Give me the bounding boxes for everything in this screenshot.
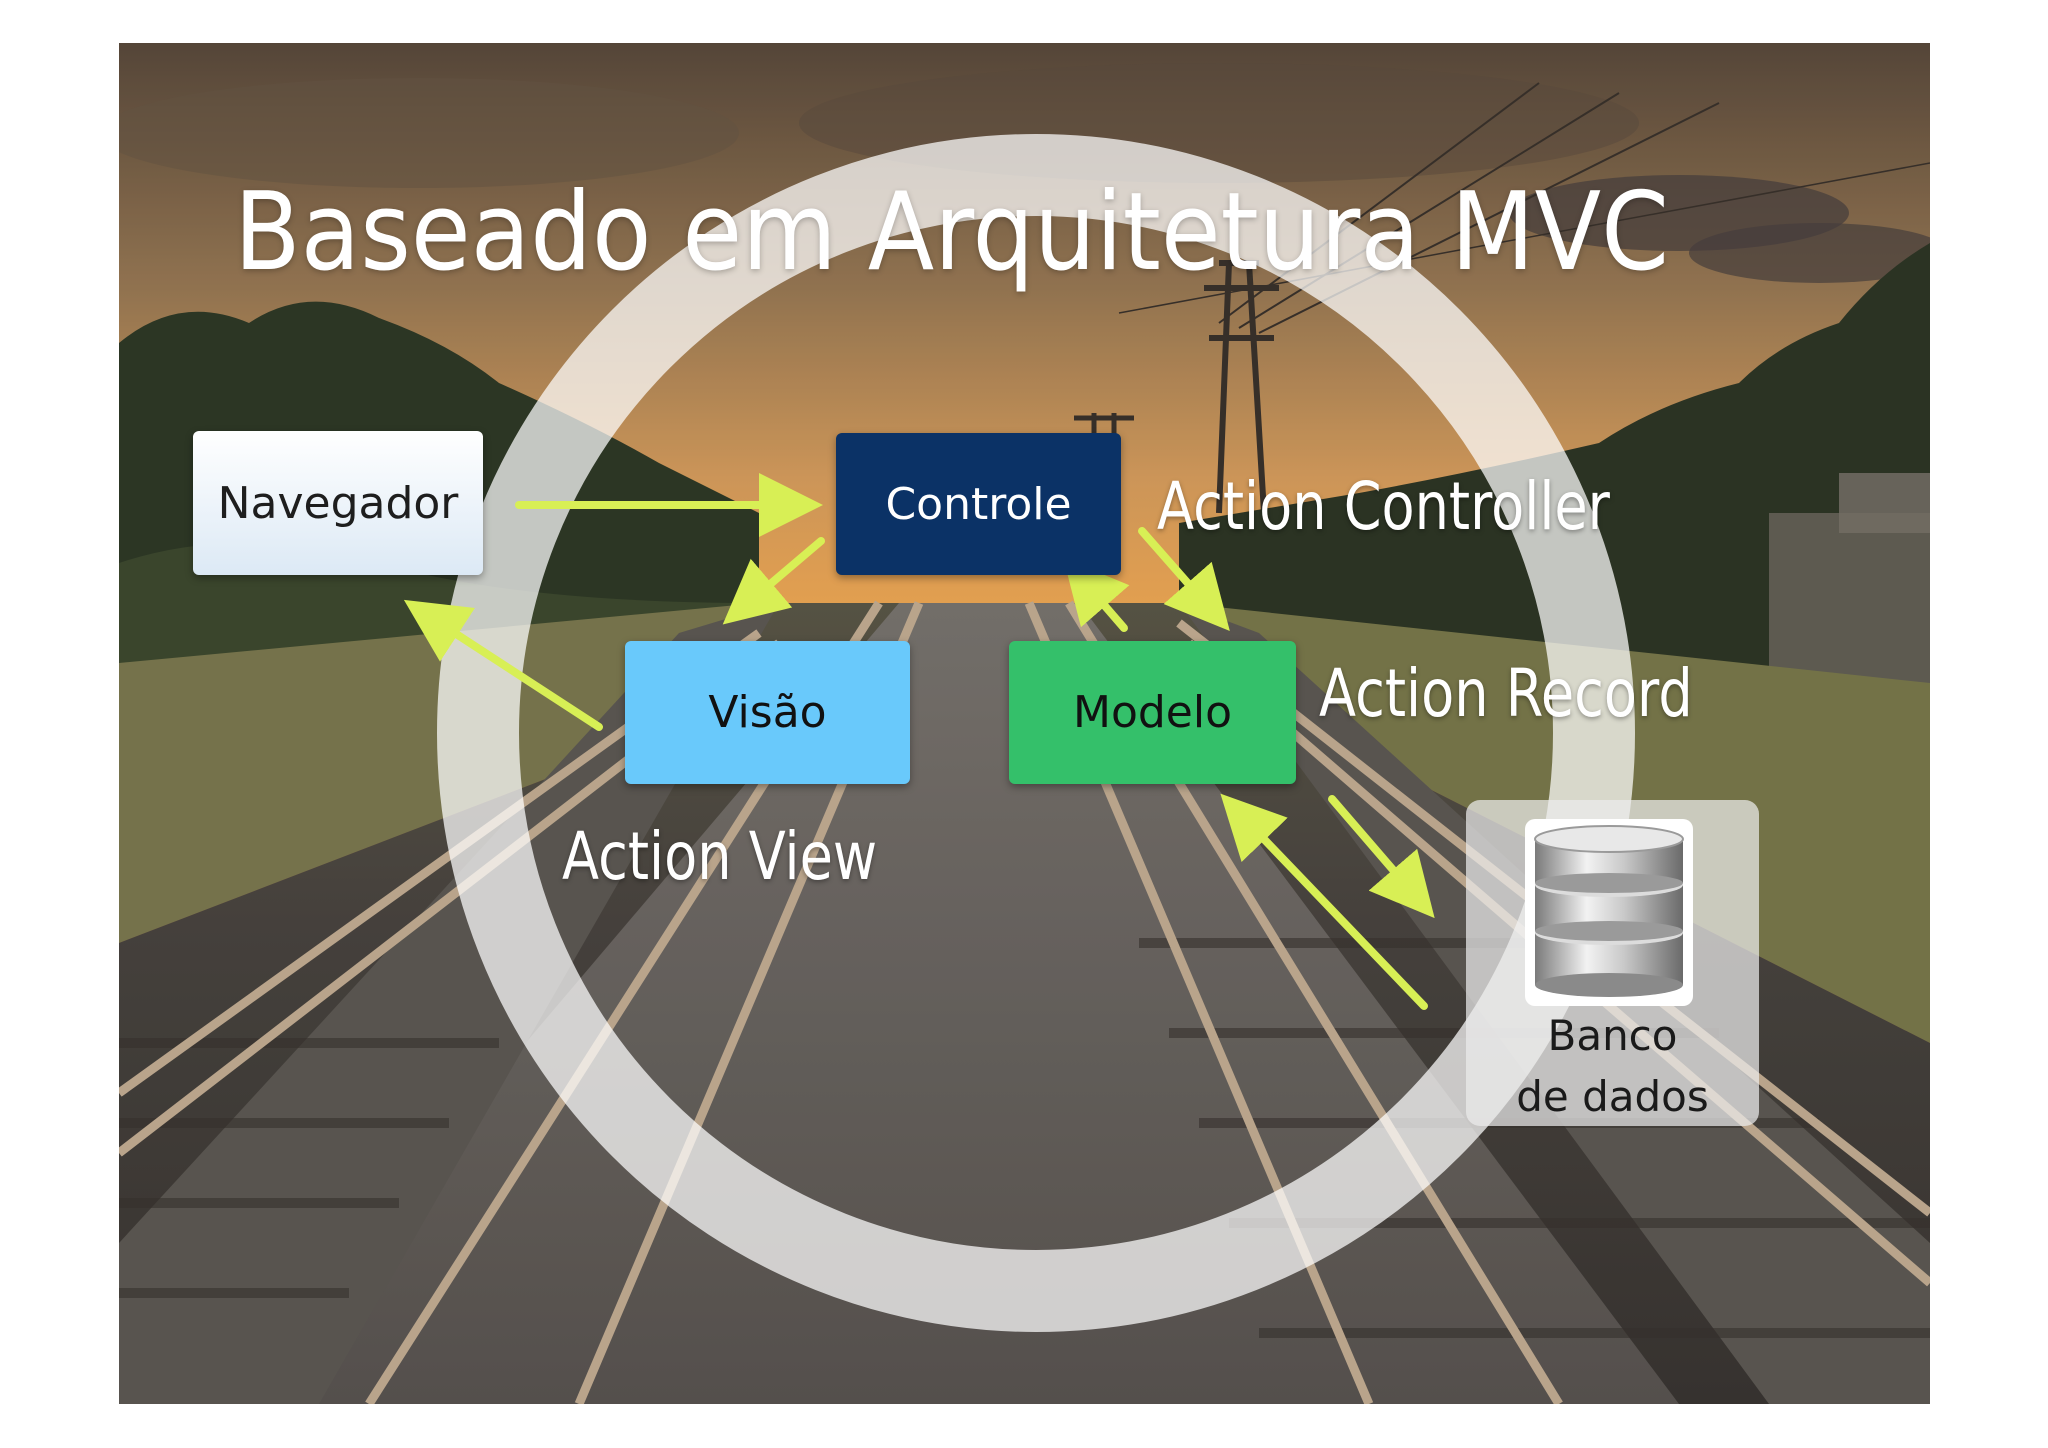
- action-record-label: Action Record: [1319, 655, 1693, 732]
- arrow-visao-to-navegador: [403, 599, 603, 731]
- arrow-controle-to-visao: [722, 537, 825, 625]
- slide: Baseado em Arquitetura MVC Navegador Con…: [119, 43, 1930, 1404]
- arrow-modelo-to-banco: [1328, 795, 1435, 919]
- database-label-line2: de dados: [1516, 1072, 1709, 1121]
- controle-box: Controle: [836, 433, 1121, 575]
- diagram-overlay: [403, 134, 1635, 1332]
- database-icon: [1525, 819, 1693, 1006]
- arrow-controle-to-modelo: [1138, 527, 1230, 632]
- database-label: Banco de dados: [1466, 1005, 1759, 1127]
- arrow-modelo-to-controle: [1063, 557, 1130, 632]
- arrow-banco-to-modelo: [1220, 793, 1428, 1010]
- action-view-label: Action View: [562, 818, 878, 895]
- modelo-box: Modelo: [1009, 641, 1296, 784]
- action-controller-label: Action Controller: [1157, 468, 1610, 545]
- database-label-line1: Banco: [1547, 1011, 1678, 1060]
- navegador-box: Navegador: [193, 431, 483, 575]
- slide-title: Baseado em Arquitetura MVC: [234, 170, 1670, 295]
- cycle-ring: [437, 134, 1635, 1332]
- visao-box: Visão: [625, 641, 910, 784]
